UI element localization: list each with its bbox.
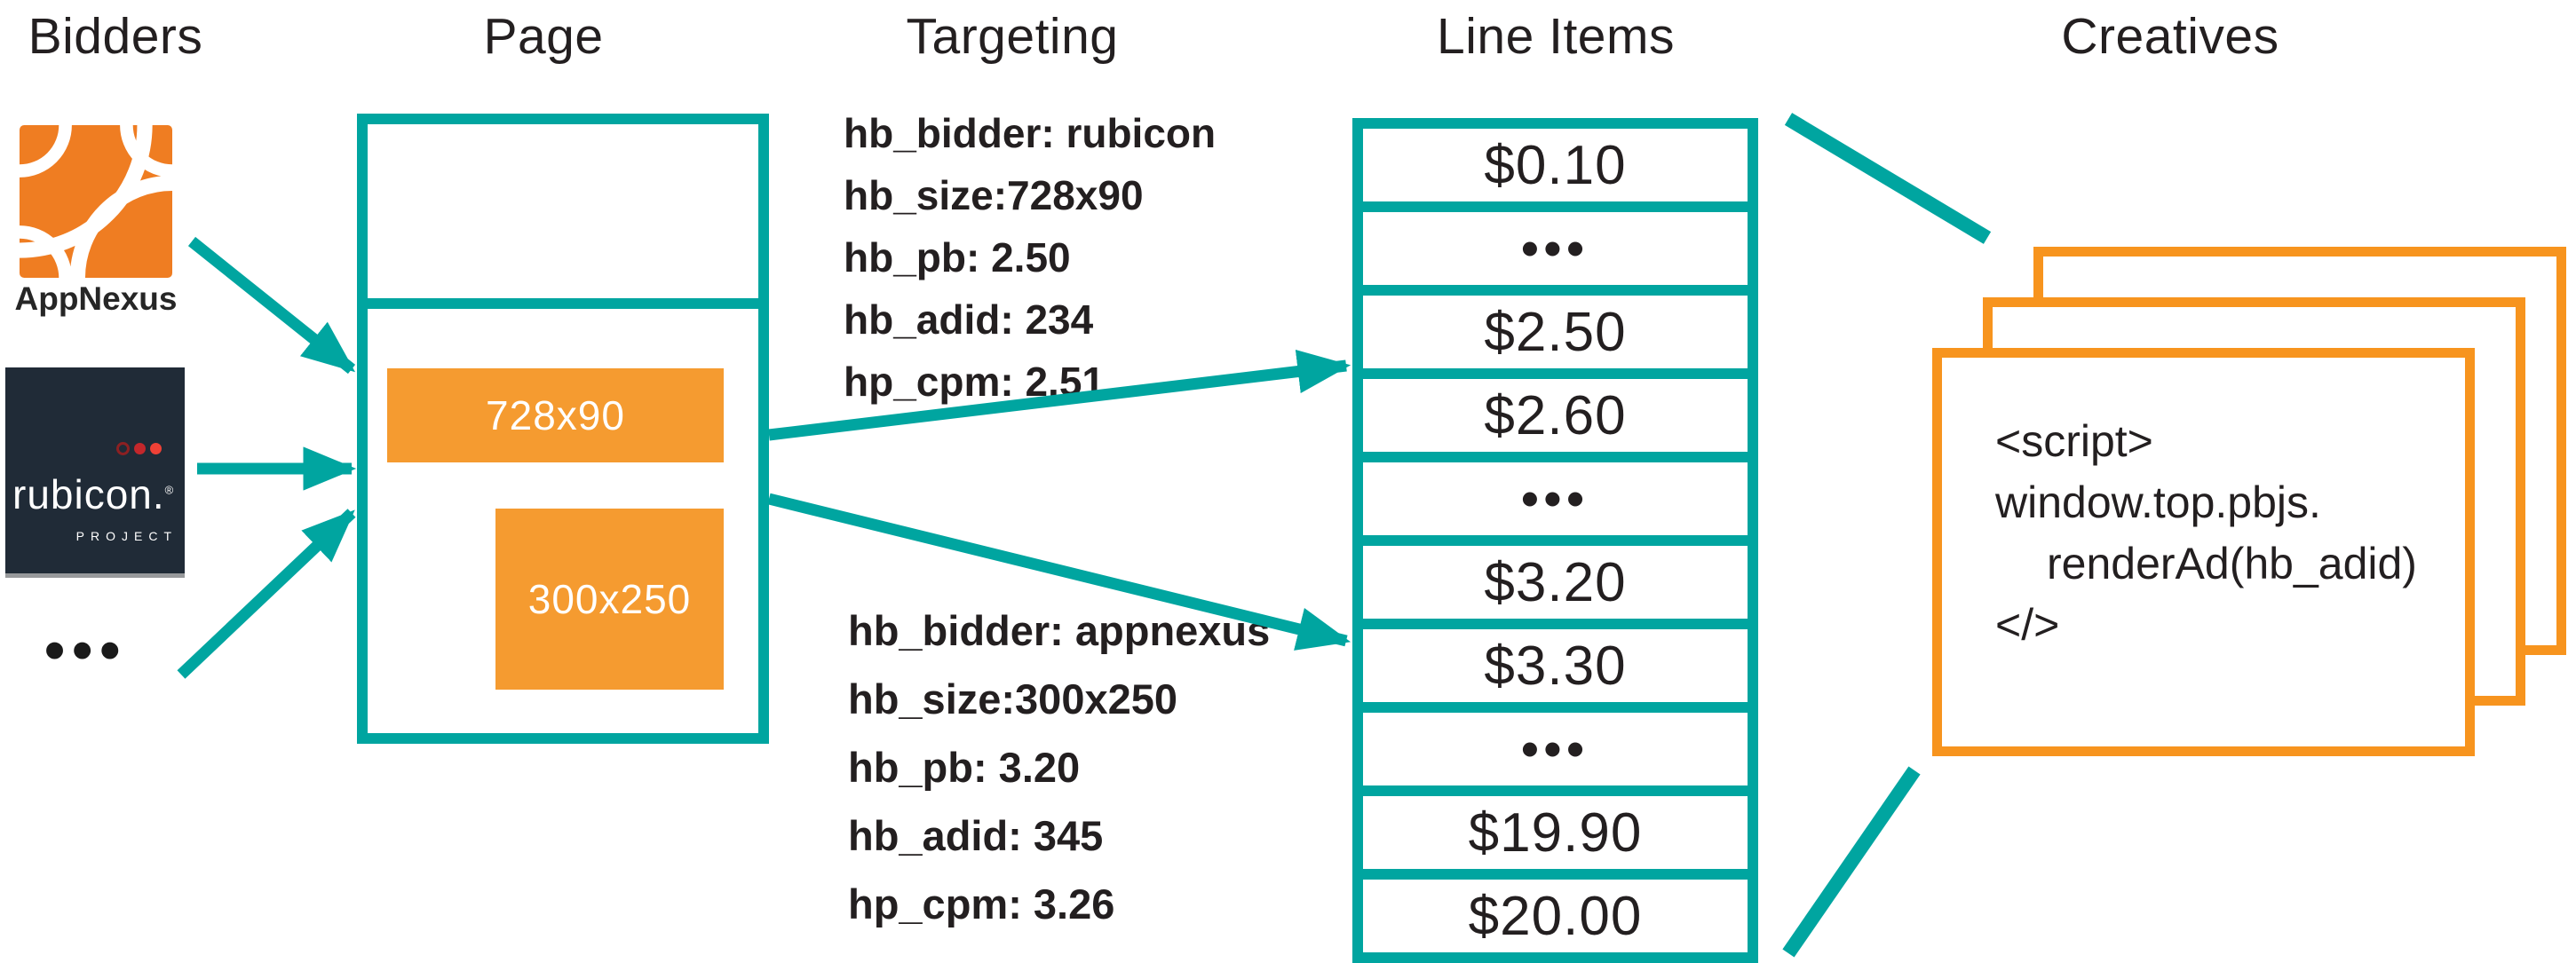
creative-code-snippet: <script> window.top.pbjs. renderAd(hb_ad… [1995, 411, 2417, 656]
targeting-line: hb_adid: 234 [844, 296, 1094, 343]
rubicon-logo: rubicon.® PROJECT [5, 367, 185, 578]
more-bidders-ellipsis: ••• [44, 617, 128, 683]
connector-line-items-top-to-creatives [1784, 113, 1992, 244]
page-wireframe: 728x90 300x250 [357, 114, 769, 744]
line-item-row-ellipsis: ••• [1363, 713, 1748, 785]
column-header-creatives: Creatives [2061, 8, 2279, 65]
connector-line-items-bottom-to-creatives [1782, 766, 1921, 958]
code-line: <script> [1995, 416, 2153, 466]
code-line: </> [1995, 600, 2060, 650]
ad-slot-728x90-label: 728x90 [486, 392, 625, 438]
ad-slot-728x90: 728x90 [387, 368, 724, 462]
targeting-line: hb_size:728x90 [844, 172, 1144, 218]
targeting-block-appnexus: hb_bidder: appnexus hb_size:300x250 hb_p… [848, 596, 1270, 938]
targeting-block-rubicon: hb_bidder: rubicon hb_size:728x90 hb_pb:… [844, 102, 1216, 413]
ad-slot-300x250: 300x250 [495, 509, 724, 690]
rubicon-wordmark: rubicon.® [12, 470, 174, 518]
column-header-line-items: Line Items [1437, 8, 1675, 65]
rubicon-bottom-strip [5, 573, 185, 578]
arrow-appnexus-to-page [187, 236, 356, 375]
rubicon-project-label: PROJECT [75, 529, 178, 543]
line-item-row-ellipsis: ••• [1363, 462, 1748, 535]
rubicon-dot-ring [116, 442, 130, 455]
rubicon-wordmark-text: rubicon. [12, 471, 165, 517]
ad-slot-300x250-label: 300x250 [527, 576, 692, 622]
line-item-row: $2.50 [1363, 296, 1748, 368]
rubicon-dot-bright [150, 443, 162, 454]
creative-card-front: <script> window.top.pbjs. renderAd(hb_ad… [1932, 348, 2475, 756]
rubicon-dot-mid [134, 443, 146, 454]
appnexus-wordmark: AppNexus [14, 280, 178, 317]
column-header-page: Page [483, 8, 604, 65]
appnexus-logo-icon [20, 124, 172, 279]
line-item-row: $2.60 [1363, 379, 1748, 452]
targeting-line: hp_cpm: 3.26 [848, 880, 1115, 927]
line-item-row: $3.20 [1363, 546, 1748, 619]
line-item-row: $3.30 [1363, 629, 1748, 702]
code-line: renderAd(hb_adid) [2047, 539, 2417, 588]
targeting-line: hp_cpm: 2.51 [844, 359, 1105, 405]
line-item-row: $20.00 [1363, 880, 1748, 952]
line-item-row: $19.90 [1363, 796, 1748, 869]
line-items-table: $0.10 ••• $2.50 $2.60 ••• $3.20 $3.30 ••… [1352, 118, 1758, 963]
line-item-row-ellipsis: ••• [1363, 212, 1748, 285]
code-line: window.top.pbjs. [1995, 478, 2321, 527]
targeting-line: hb_pb: 3.20 [848, 744, 1081, 791]
column-header-targeting: Targeting [906, 8, 1119, 65]
targeting-line: hb_bidder: rubicon [844, 110, 1217, 156]
targeting-line: hb_adid: 345 [848, 812, 1104, 859]
targeting-line: hb_bidder: appnexus [848, 607, 1271, 654]
column-header-bidders: Bidders [28, 8, 203, 65]
targeting-line: hb_pb: 2.50 [844, 234, 1071, 280]
line-item-row: $0.10 [1363, 129, 1748, 201]
rubicon-registered-mark: ® [164, 483, 175, 497]
arrow-other-bidders-to-page [177, 509, 356, 679]
page-section-divider [357, 298, 769, 309]
targeting-line: hb_size:300x250 [848, 675, 1178, 722]
rubicon-dots-icon [116, 442, 162, 455]
